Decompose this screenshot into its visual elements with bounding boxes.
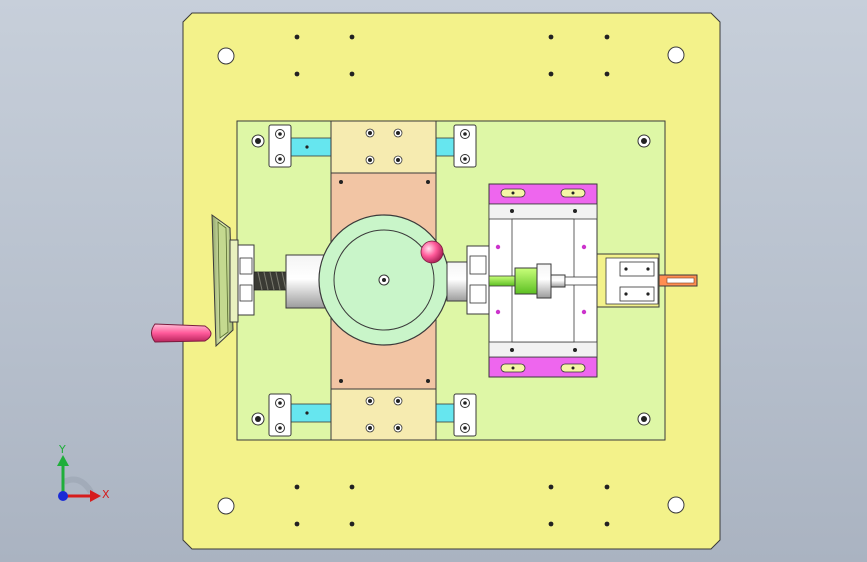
slide-block-bottom — [330, 388, 437, 441]
crank-handle — [151, 323, 212, 343]
right-shaft-collar — [446, 261, 468, 302]
coordinate-triad: Y X — [57, 443, 110, 502]
clamp-block-top-right — [453, 124, 477, 168]
left-bearing-block — [236, 244, 255, 316]
slide-block-top — [330, 120, 437, 174]
x-axis-label: X — [102, 488, 110, 501]
clamp-block-top-left — [268, 124, 292, 168]
guide-rods — [290, 137, 455, 423]
base-screw-holes — [294, 34, 610, 527]
corner-hole-bottom-right — [667, 496, 685, 514]
turntable-knob — [420, 240, 444, 264]
clamp-blocks — [268, 124, 477, 437]
clamp-block-bottom-right — [453, 393, 477, 437]
corner-hole-bottom-left — [217, 497, 235, 515]
y-axis-label: Y — [58, 443, 66, 456]
piston-rod — [488, 275, 516, 287]
inner-plate-holes — [251, 134, 651, 426]
corner-holes — [217, 46, 685, 515]
corner-hole-top-right — [667, 46, 685, 64]
piston — [514, 267, 538, 295]
z-axis-dot — [58, 491, 68, 501]
clamp-block-bottom-left — [268, 393, 292, 437]
corner-hole-top-left — [217, 47, 235, 65]
